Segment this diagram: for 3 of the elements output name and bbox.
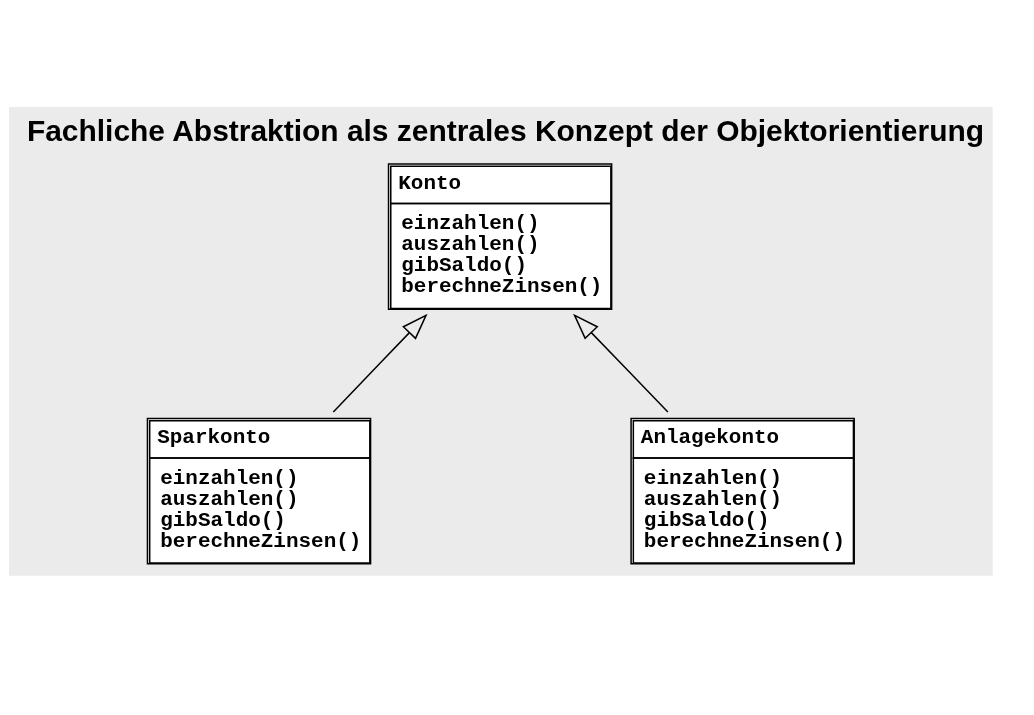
arrow [332,313,428,413]
arrow [573,313,669,413]
diagram-title: Fachliche Abstraktion als zentrales Konzept der Objektorientierung [26,114,985,148]
